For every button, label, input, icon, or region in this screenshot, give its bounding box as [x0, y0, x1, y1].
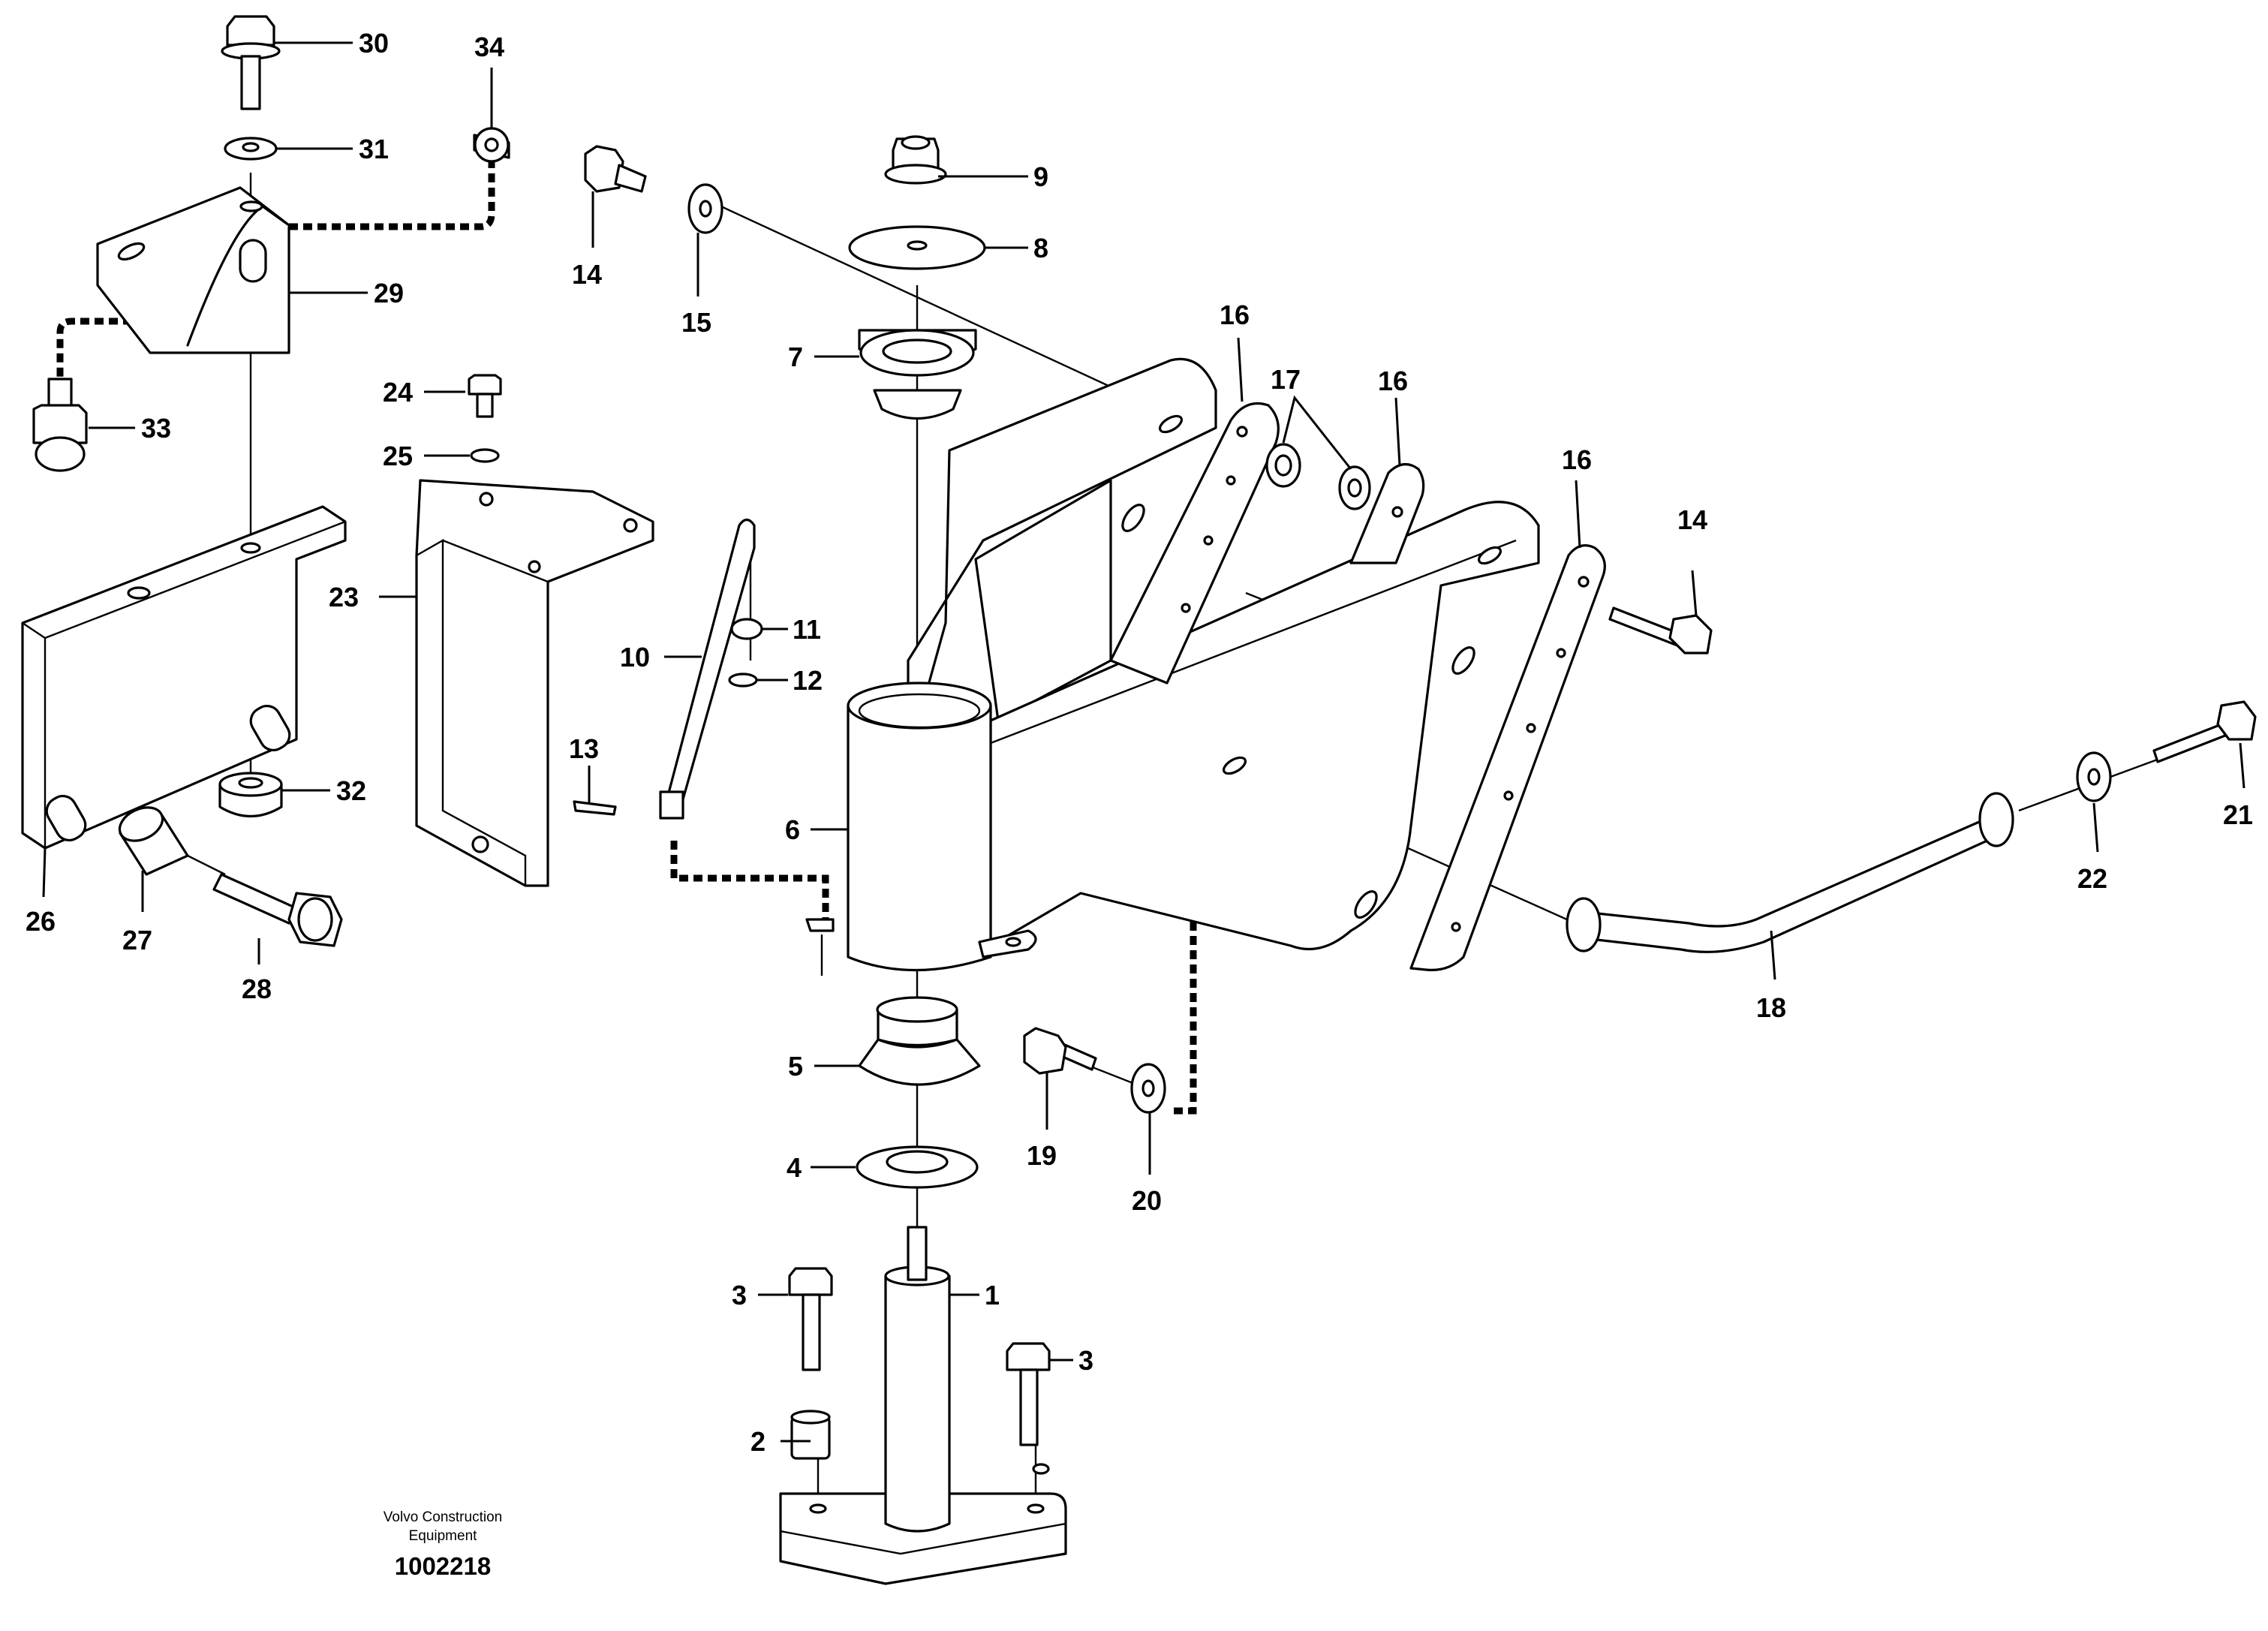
callout-19: 19 [1027, 1140, 1057, 1171]
callout-14-left: 14 [572, 259, 602, 290]
callout-17: 17 [1271, 364, 1301, 395]
callout-11: 11 [793, 614, 821, 645]
callout-25: 25 [383, 441, 413, 471]
callout-16-a: 16 [1220, 299, 1250, 330]
callout-28: 28 [242, 973, 272, 1004]
callout-34: 34 [474, 32, 504, 62]
callout-15: 15 [681, 307, 711, 338]
brand-line-1: Volvo Construction [384, 1509, 502, 1525]
callout-1: 1 [985, 1280, 1000, 1311]
callout-12: 12 [793, 665, 823, 696]
callout-23: 23 [329, 582, 359, 612]
callout-3-right: 3 [1078, 1345, 1093, 1376]
callout-29: 29 [374, 278, 404, 308]
callout-13: 13 [569, 733, 599, 764]
center-stack [779, 135, 1067, 1585]
callout-16-b: 16 [1378, 366, 1408, 396]
callout-21: 21 [2223, 799, 2253, 830]
callout-30: 30 [359, 28, 389, 59]
callout-18: 18 [1756, 992, 1786, 1023]
callout-labels: 1 2 3 3 4 5 6 7 8 9 10 11 12 13 14 14 15… [26, 28, 2253, 1457]
callout-8: 8 [1033, 233, 1048, 263]
callout-32: 32 [336, 775, 366, 806]
callout-7: 7 [788, 342, 803, 372]
upper-bracket-29 [96, 186, 290, 354]
main-frame [805, 357, 1606, 972]
fasteners [32, 15, 2257, 1460]
callout-4: 4 [787, 1152, 802, 1183]
drawing-number: 1002218 [395, 1552, 491, 1580]
callout-31: 31 [359, 134, 389, 164]
plate-23 [415, 479, 654, 887]
callout-24: 24 [383, 377, 413, 408]
callout-16-c: 16 [1562, 444, 1592, 475]
callout-3-left: 3 [732, 1280, 747, 1311]
callout-5: 5 [788, 1051, 803, 1082]
callout-20: 20 [1132, 1185, 1162, 1216]
callout-27: 27 [122, 925, 152, 955]
drawing-footer: Volvo Construction Equipment 1002218 [384, 1509, 502, 1580]
callout-9: 9 [1033, 161, 1048, 192]
callout-10: 10 [620, 642, 650, 673]
leader-lines [42, 41, 2245, 1443]
callout-26: 26 [26, 906, 56, 937]
brand-line-2: Equipment [409, 1528, 478, 1544]
callout-14-right: 14 [1677, 504, 1707, 535]
callout-22: 22 [2077, 863, 2107, 894]
bracket-26 [21, 505, 347, 850]
tube-18 [1566, 792, 2014, 953]
callout-33: 33 [141, 413, 171, 444]
callout-6: 6 [785, 814, 800, 845]
callout-2: 2 [750, 1426, 766, 1457]
